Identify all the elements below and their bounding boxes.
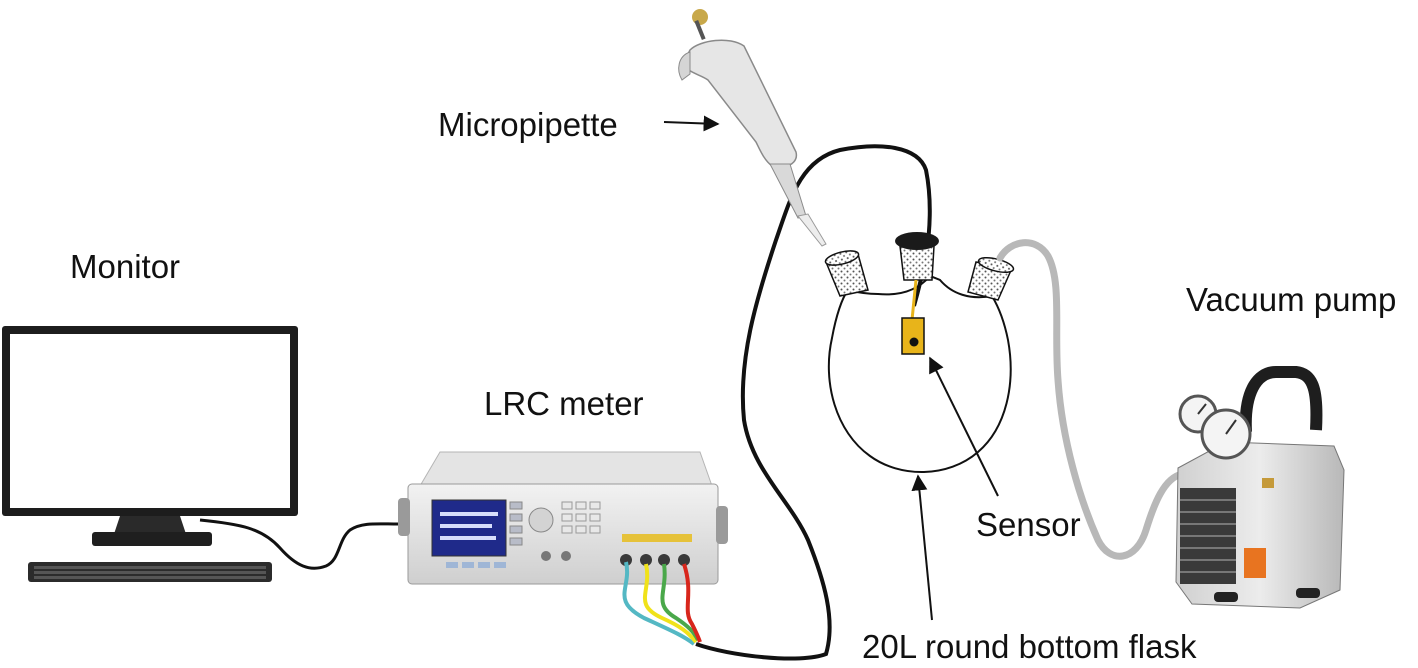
lrc-meter-warning-label [622, 534, 692, 542]
lrc-meter-display-readout [440, 512, 498, 540]
monitor-label: Monitor [70, 248, 181, 285]
vacuum-pump-label: Vacuum pump [1186, 281, 1397, 318]
micropipette-plunger-rod [694, 19, 706, 41]
micropipette-plunger-button [692, 9, 708, 25]
vacuum-pump-foot-left [1214, 592, 1238, 602]
vacuum-pump-handle [1239, 366, 1323, 433]
monitor [2, 326, 298, 582]
vacuum-pump [1175, 366, 1345, 609]
monitor-cable [199, 518, 399, 570]
lrc-meter-nav-pad [528, 507, 554, 533]
sensor-wire [695, 144, 932, 661]
lrc-meter-label: LRC meter [484, 385, 644, 422]
lead-green [660, 563, 700, 641]
lrc-meter-handle-left [398, 498, 410, 536]
sensor [901, 279, 925, 355]
micropipette-tip [797, 213, 827, 247]
flask-outline [827, 274, 1012, 473]
micropipette-arrow [663, 115, 720, 132]
vacuum-pump-gauge-right [1200, 408, 1252, 460]
lrc-meter-top [419, 451, 713, 487]
vacuum-pump-warning-label [1244, 548, 1266, 578]
sensor-element [909, 337, 919, 347]
lrc-meter-bottom-buttons [446, 562, 506, 568]
lrc-meter-softkeys [509, 501, 523, 546]
lrc-meter [398, 451, 728, 585]
micropipette-label: Micropipette [438, 106, 618, 143]
monitor-stand [114, 516, 186, 534]
lrc-meter-terminals [541, 551, 690, 566]
flask-arrow [911, 474, 933, 621]
micropipette-body [683, 39, 798, 167]
flask-label: 20L round bottom flask [862, 628, 1197, 665]
sensor-arrow [929, 356, 999, 497]
sensor-label: Sensor [976, 506, 1081, 543]
lead-cyan [622, 561, 696, 646]
lead-red [682, 563, 702, 643]
flask-neck-left-rim [824, 250, 860, 266]
round-bottom-flask [824, 232, 1015, 473]
lrc-meter-keypad [561, 501, 601, 534]
micropipette [678, 9, 827, 247]
keyboard-keys [34, 566, 266, 579]
lead-yellow [643, 563, 698, 644]
vacuum-pump-vent-slats [1180, 499, 1236, 573]
sensor-chip [901, 317, 925, 355]
monitor-screen [10, 334, 290, 508]
vacuum-hose [996, 239, 1186, 560]
sensor-lead [910, 279, 918, 321]
lrc-meter-handle-right [716, 506, 728, 544]
flask-neck-center [899, 245, 935, 281]
vacuum-pump-foot-right [1296, 588, 1320, 598]
monitor-base [92, 532, 212, 546]
vacuum-pump-brass-fitting [1262, 478, 1274, 488]
flask-neck-center-stopper [895, 232, 939, 250]
micropipette-finger-hook [678, 51, 691, 81]
